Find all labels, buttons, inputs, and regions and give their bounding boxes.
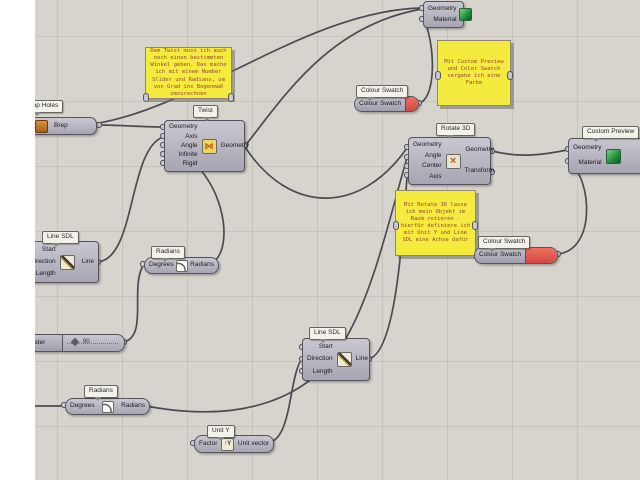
canvas-viewport[interactable]: Dem Twist muss ich auch noch einen besti… [35, 0, 640, 480]
twist-input-rigid[interactable]: Rigid [182, 160, 198, 168]
preview-icon [605, 148, 621, 164]
preview-input-material[interactable]: Material [433, 15, 457, 23]
line-input-start[interactable]: Start [318, 342, 333, 350]
wire[interactable] [123, 265, 144, 343]
preview-icon [458, 8, 472, 21]
line-input-length[interactable]: Length [312, 367, 333, 375]
label-radians-top[interactable]: Radians [151, 246, 185, 261]
cap-holes-output-label[interactable]: Brep [54, 121, 68, 129]
radians-icon [101, 400, 114, 413]
radians-input-degrees[interactable]: Degrees [70, 402, 95, 410]
line-sdl-left-component[interactable]: Start Direction Length Line [35, 241, 99, 283]
preview-input-geometry[interactable]: Geometry [573, 144, 602, 152]
line-output-line[interactable]: Line [355, 355, 368, 363]
colour-swatch-top-component[interactable]: Colour Swatch [354, 96, 419, 112]
panel-text: Mit Rotate 3D lasse ich mein Objekt im R… [400, 201, 471, 244]
swatch-color-red[interactable] [526, 248, 557, 263]
label-cap-holes[interactable]: Cap Holes [35, 100, 64, 115]
line-input-length[interactable]: Length [35, 269, 56, 277]
twist-input-geometry[interactable]: Geometry [169, 123, 198, 131]
swatch-label: Colour Swatch [359, 99, 402, 107]
rotate-3d-component[interactable]: Geometry Angle Center Axis × Geometry Tr… [408, 137, 494, 185]
pencil-icon [336, 352, 352, 367]
label-rotate-3d[interactable]: Rotate 3D [436, 123, 476, 138]
rotate-input-geometry[interactable]: Geometry [413, 141, 442, 148]
panel-twist-note[interactable]: Dem Twist muss ich auch noch einen besti… [143, 47, 234, 102]
cap-holes-component[interactable]: Brep [35, 117, 97, 135]
label-custom-preview[interactable]: Custom Preview [582, 126, 640, 141]
label-twist[interactable]: Twist [193, 105, 218, 120]
label-unit-y[interactable]: Unit Y [207, 425, 235, 440]
radians-bottom-component[interactable]: Degrees Radians [65, 398, 150, 415]
twist-component[interactable]: Geometry Axis Angle Infinite Rigid ⋈ Geo… [164, 120, 249, 172]
panel-left-nub[interactable] [393, 221, 399, 230]
unit-y-icon: ↑Y [221, 437, 235, 451]
colour-swatch-bottom-component[interactable]: Colour Swatch [474, 247, 558, 264]
panel-right-nub[interactable] [228, 93, 234, 102]
port-nub[interactable] [95, 121, 103, 129]
swatch-label: Colour Swatch [479, 251, 522, 259]
preview-input-geometry[interactable]: Geometry [428, 5, 457, 12]
wire[interactable] [244, 8, 423, 147]
label-line-sdl-mid[interactable]: Line SDL [309, 327, 346, 342]
slider-value: 90 [83, 339, 90, 345]
label-radians-bottom[interactable]: Radians [84, 385, 118, 400]
unit-y-component[interactable]: Factor ↑Y Unit vector [194, 435, 274, 453]
twist-input-infinite[interactable]: Infinite [178, 150, 198, 158]
panel-left-nub[interactable] [143, 93, 149, 102]
radians-input-degrees[interactable]: Degrees [149, 261, 174, 269]
grasshopper-canvas[interactable]: Dem Twist muss ich auch noch einen besti… [35, 0, 640, 480]
rotate-input-axis[interactable]: Axis [429, 172, 442, 180]
line-input-direction[interactable]: Direction [35, 257, 56, 265]
unit-y-output-vector[interactable]: Unit vector [237, 439, 269, 447]
panel-right-nub[interactable] [507, 71, 513, 80]
panel-rotate-note[interactable]: Mit Rotate 3D lasse ich mein Objekt im R… [393, 190, 478, 256]
radians-output-radians[interactable]: Radians [190, 261, 214, 269]
radians-top-component[interactable]: Degrees Radians [144, 257, 219, 274]
wire[interactable] [98, 124, 163, 128]
radians-output-radians[interactable]: Radians [121, 402, 145, 410]
custom-preview-top-component[interactable]: Geometry Material [423, 1, 472, 28]
rotate-3d-icon: × [445, 153, 461, 169]
wire[interactable] [491, 149, 568, 156]
swatch-color-red[interactable] [406, 97, 418, 111]
slider-label: Number Slider [35, 338, 46, 346]
label-colour-swatch-bottom[interactable]: Colour Swatch [478, 236, 531, 251]
pencil-icon [59, 254, 75, 270]
panel-text: Mit Custom Preview und Color Swatch verg… [444, 58, 504, 87]
line-input-start[interactable]: Start [41, 245, 56, 253]
label-line-sdl-left[interactable]: Line SDL [42, 231, 79, 246]
radians-icon [175, 259, 188, 272]
preview-input-material[interactable]: Material [578, 159, 602, 167]
twist-input-angle[interactable]: Angle [180, 141, 198, 149]
line-sdl-mid-component[interactable]: Start Direction Length Line [302, 338, 370, 381]
panel-color-note[interactable]: Mit Custom Preview und Color Swatch verg… [435, 40, 513, 106]
rotate-input-angle[interactable]: Angle [424, 151, 442, 159]
custom-preview-right-component[interactable]: Geometry Material [568, 138, 640, 174]
wire[interactable] [557, 162, 588, 255]
slider-track[interactable]: 90 [63, 335, 124, 351]
wire[interactable] [98, 7, 423, 124]
slider-grip[interactable] [70, 337, 80, 347]
rotate-input-center[interactable]: Center [422, 162, 442, 169]
twist-output-geometry[interactable]: Geometry [220, 141, 250, 149]
rotate-output-transform[interactable]: Transform [464, 167, 494, 175]
wire[interactable] [97, 136, 164, 263]
twist-input-axis[interactable]: Axis [185, 132, 198, 140]
line-output-line[interactable]: Line [81, 257, 94, 265]
panel-text: Dem Twist muss ich auch noch einen besti… [150, 48, 227, 97]
label-colour-swatch-top[interactable]: Colour Swatch [356, 85, 409, 100]
unit-y-input-factor[interactable]: Factor [199, 439, 218, 447]
line-input-direction[interactable]: Direction [307, 355, 333, 363]
wire[interactable] [418, 20, 434, 104]
panel-left-nub[interactable] [435, 71, 441, 80]
panel-right-nub[interactable] [472, 221, 478, 230]
number-slider[interactable]: Number Slider 90 [35, 334, 125, 352]
wire[interactable] [244, 146, 408, 199]
rotate-output-geometry[interactable]: Geometry [465, 146, 494, 154]
twist-icon: ⋈ [201, 138, 217, 154]
cap-holes-icon [35, 119, 48, 133]
